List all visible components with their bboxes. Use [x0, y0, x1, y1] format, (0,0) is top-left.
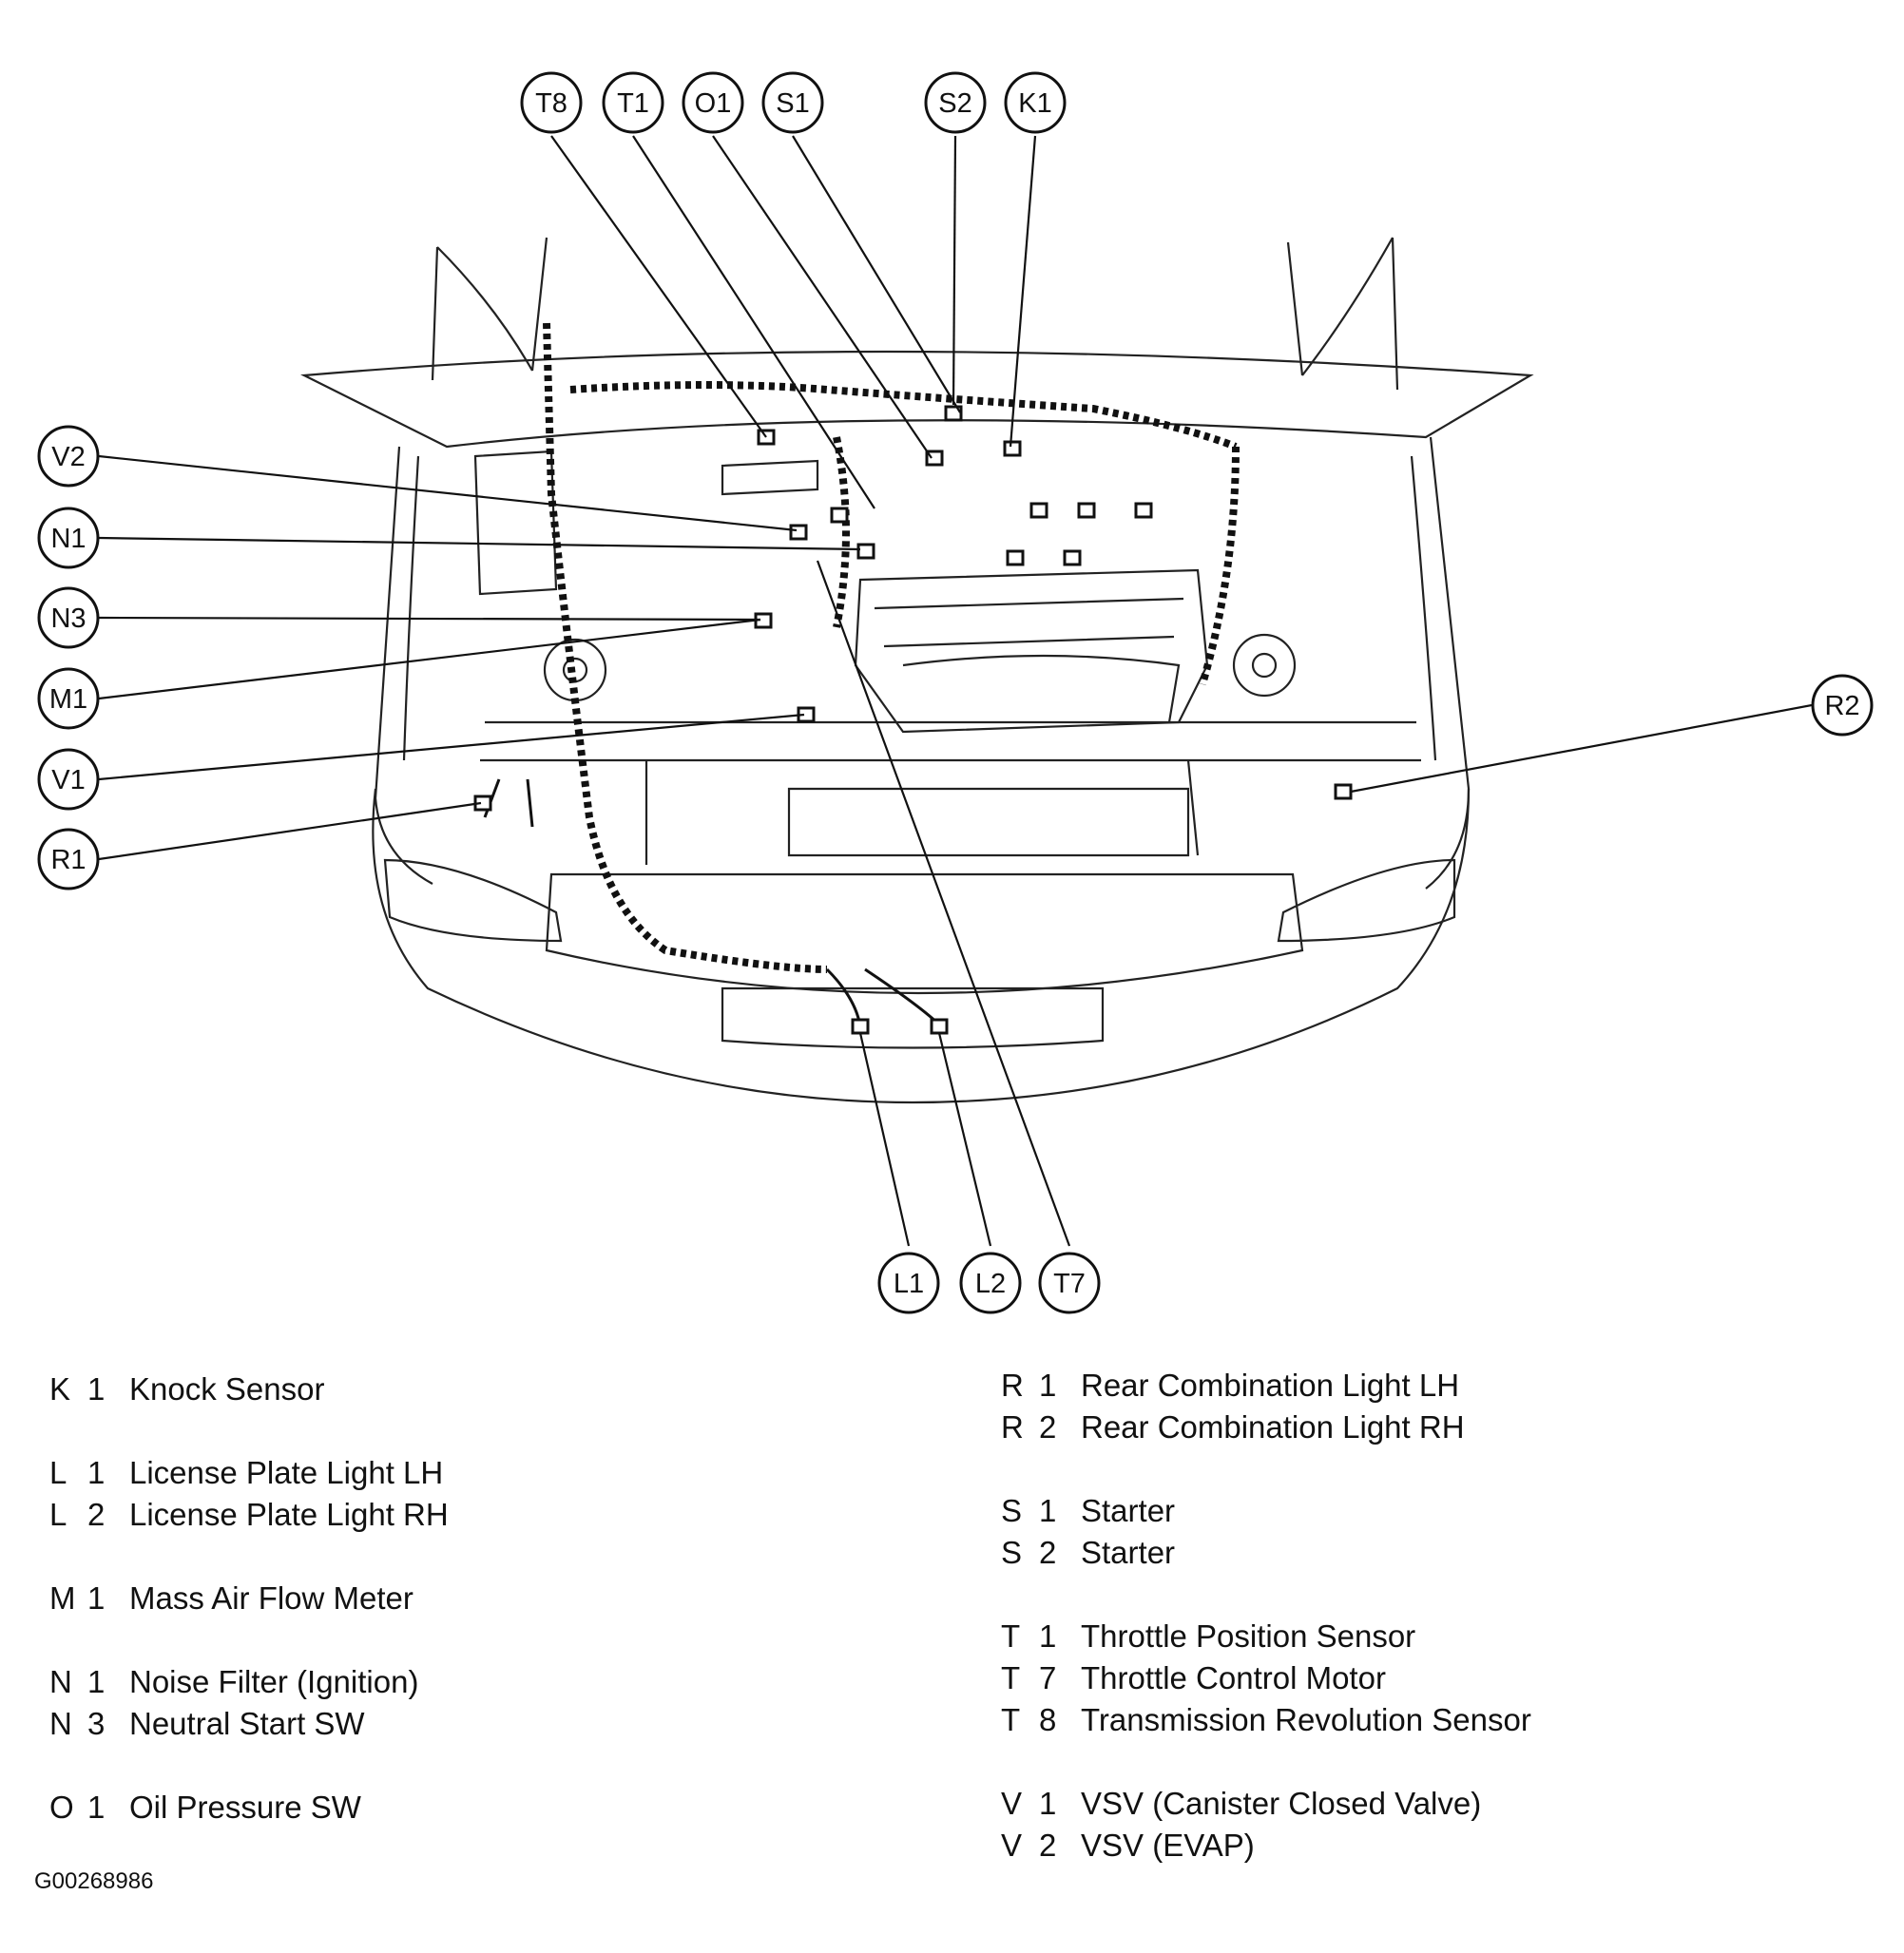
callout-circle-o1 [682, 71, 744, 134]
callout-label-n3: N3 [50, 603, 86, 634]
callout-label-l2: L2 [975, 1269, 1006, 1299]
callout-label-v2: V2 [51, 442, 85, 472]
callout-circle-n1 [37, 507, 100, 569]
callout-label-s1: S1 [776, 88, 809, 119]
connectors [473, 405, 1353, 1035]
callout-circle-t1 [602, 71, 664, 134]
callout-circle-m1 [37, 667, 100, 730]
vehicle-outline [300, 237, 1534, 1104]
callout-circle-s2 [924, 71, 987, 134]
callout-label-t7: T7 [1053, 1269, 1086, 1299]
callout-label-t1: T1 [617, 88, 649, 119]
callout-circle-n3 [37, 586, 100, 649]
callout-circle-k1 [1004, 71, 1067, 134]
callout-circle-t8 [520, 71, 583, 134]
callout-circle-v1 [37, 748, 100, 811]
callout-label-r2: R2 [1824, 691, 1859, 721]
callout-label-m1: M1 [49, 684, 87, 715]
callout-circle-l2 [959, 1252, 1022, 1314]
callout-label-l1: L1 [894, 1269, 924, 1299]
callout-circle-l1 [877, 1252, 940, 1314]
callout-circle-r1 [37, 828, 100, 890]
wire-harness [543, 322, 1240, 973]
callout-circle-s1 [761, 71, 824, 134]
callout-circle-r2 [1811, 674, 1874, 737]
figure-id: G00268986 [34, 1868, 154, 1894]
callout-label-v1: V1 [51, 765, 85, 795]
callout-label-n1: N1 [50, 524, 86, 554]
leader-lines [98, 135, 1813, 1247]
callout-label-s2: S2 [938, 88, 971, 119]
callout-label-k1: K1 [1018, 88, 1051, 119]
callout-label-o1: O1 [695, 88, 732, 119]
callout-label-t8: T8 [535, 88, 567, 119]
callout-circle-v2 [37, 425, 100, 488]
callout-circle-t7 [1038, 1252, 1101, 1314]
callout-label-r1: R1 [50, 845, 86, 875]
